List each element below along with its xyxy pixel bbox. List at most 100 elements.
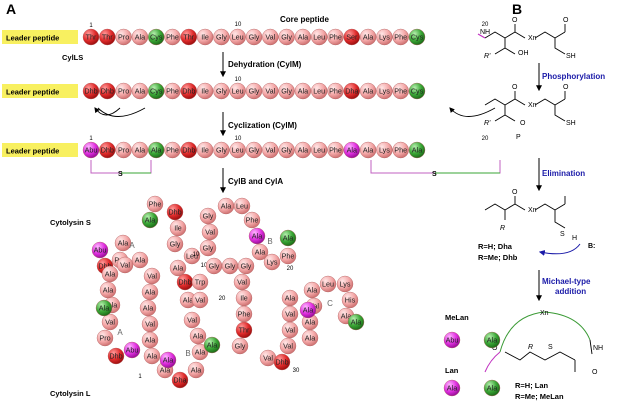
svg-text:Leader peptide: Leader peptide [6,147,59,156]
svg-text:Ile: Ile [174,224,182,233]
cyll-residue-19: Val [183,311,201,329]
structure-elimination: O R Xn S H B: R=H; Dha R=Me; Dhb [478,189,595,262]
svg-text:R: R [500,225,505,232]
svg-text:Ala: Ala [363,87,373,96]
cyll-residue-37: Val [281,305,299,323]
svg-text:Thr: Thr [239,326,250,335]
svg-text:Dhb: Dhb [182,146,195,155]
core-peptide-title: Core peptide [280,15,329,24]
cyls-residue-10: Leu [183,247,201,265]
cyll-residue-24: Val [191,291,209,309]
residue-num-1a: 1 [89,23,93,29]
svg-text:Ala: Ala [103,286,113,295]
svg-text:Gly: Gly [209,262,220,271]
panel-b-scheme: NH O OH R' Xn O SH Phosphorylation O O P… [443,17,605,401]
panel-a-label: A [6,1,16,17]
cyll-ala-green-2: Ala [203,336,221,354]
svg-text:Trp: Trp [195,278,206,287]
svg-text:H: H [572,235,577,242]
svg-text:Cys: Cys [150,87,163,96]
svg-text:Lys: Lys [379,33,390,42]
cyll-num-20: 20 [219,296,226,302]
row1-residue-13: Gly [278,28,295,46]
svg-text:Ala: Ala [193,332,203,341]
mini-ala-3: Ala [483,379,501,397]
svg-text:Phe: Phe [149,200,162,209]
row1-residue-8: Ile [196,28,214,46]
cyls-num-20: 20 [287,266,294,272]
svg-text:Lys: Lys [379,87,390,96]
row1-residue-14: Ala [294,28,312,46]
cyll-residue-34: Dhb [273,353,291,371]
melan-label: MeLan [445,313,469,322]
svg-text:Dhb: Dhb [178,278,191,287]
step-michael-line2: addition [555,287,586,296]
cyll-ala-mag-1: Ala [159,351,177,369]
svg-text:Ala: Ala [283,234,293,243]
svg-text:R': R' [484,53,491,60]
cyll-residue-15: Dha [171,371,189,389]
svg-text:Gly: Gly [203,212,214,221]
row2-residue-18: Ala [359,82,377,100]
svg-text:Pro: Pro [118,146,129,155]
row3-residue-9: Gly [213,141,230,159]
svg-text:Ala: Ala [147,352,157,361]
svg-text:Gly: Gly [235,342,246,351]
cyll-num-1: 1 [138,374,142,380]
svg-text:Ala: Ala [305,318,315,327]
cyll-residue-36: Val [281,321,299,339]
row1-residue-3: Pro [115,28,132,46]
svg-text:Ala: Ala [207,341,217,350]
svg-text:OH: OH [518,50,529,57]
row1-residue-2: Thr [99,28,116,46]
cyclization-arrow-right [449,107,496,117]
cyls-residue-7: Dhb [166,203,184,221]
svg-text:Phe: Phe [166,33,179,42]
svg-text:SH: SH [566,120,576,127]
svg-text:Leu: Leu [313,87,325,96]
row1-residue-7: Thr [180,28,198,46]
svg-text:Ala: Ala [363,33,373,42]
svg-text:Phe: Phe [394,33,407,42]
cyls-residue-18: Ala [251,243,269,261]
row1-residue-9: Gly [213,28,230,46]
svg-text:Ala: Ala [195,348,205,357]
cyll-residue-25: Gly [205,257,223,275]
svg-text:Ile: Ile [201,146,209,155]
svg-text:Xn: Xn [540,310,549,317]
cyll-residue-23: Trp [191,273,209,291]
svg-text:Ala: Ala [135,33,145,42]
row3-residue-13: Gly [278,141,295,159]
svg-text:S: S [560,231,565,238]
residue-num-10a: 10 [235,22,242,28]
row2-residue-5: Cys [147,82,165,100]
svg-text:Gly: Gly [203,244,214,253]
row2-residue-4: Ala [131,82,149,100]
cyll-ala-green-3: Ala [347,313,365,331]
row2-residue-16: Phe [327,82,344,100]
row1-residue-5: Cys [147,28,165,46]
svg-text:Ala: Ala [107,301,117,310]
row3-residue-11: Gly [245,141,263,159]
svg-text:Val: Val [205,228,215,237]
step-arrow-dehydration: Dehydration (CylM) [220,52,302,78]
row3-residue-7: Dhb [180,141,198,159]
cyls-residue-16: Phe [243,211,261,229]
svg-text:Ser: Ser [346,33,358,42]
svg-text:Cys: Cys [411,87,424,96]
svg-text:Lys: Lys [340,280,351,289]
row3-residue-20: Phe [392,141,409,159]
svg-text:Ala: Ala [160,366,170,375]
cyll-residue-30: Phe [235,305,253,323]
row3-residue-2: Dhb [99,141,116,159]
svg-text:Ala: Ala [303,306,313,315]
svg-text:Gly: Gly [216,87,227,96]
svg-text:Ala: Ala [145,216,155,225]
cyll-residue-7: Ala [131,251,149,269]
cyll-dhb-1: Dhb [107,347,125,365]
mini-abu: Abu [443,331,461,349]
cyll-abu-1: Abu [123,341,141,359]
row2-residue-3: Pro [115,82,132,100]
cyls-residue-1: Abu [91,241,109,259]
